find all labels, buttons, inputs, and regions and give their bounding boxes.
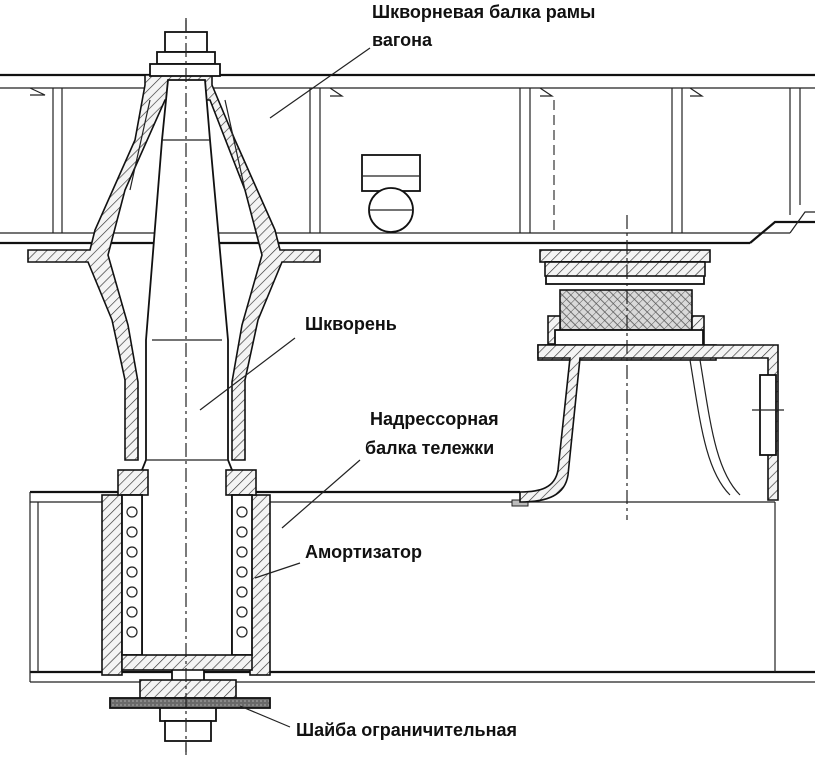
side-bearing [537, 249, 717, 361]
label-bogie-bolster-line1: Надрессорная [370, 409, 499, 429]
upper-center-plate [27, 74, 321, 461]
limiting-washer-plate [109, 697, 271, 709]
frame-bolster-beam [0, 73, 815, 245]
label-kingpin: Шкворень [305, 314, 397, 334]
leader-lines [199, 47, 371, 728]
kingpin-bolt [141, 20, 233, 752]
lower-bowl-and-shock-absorber [101, 469, 271, 709]
label-limiting-washer: Шайба ограничительная [296, 720, 517, 740]
bogie-side-casting [519, 344, 784, 503]
absorber-rings-left [126, 506, 138, 638]
label-frame-bolster-line1: Шкворневая балка рамы [372, 2, 595, 22]
label-frame-bolster-line2: вагона [372, 30, 433, 50]
label-bogie-bolster-line2: балка тележки [365, 438, 494, 458]
beam-bracket [361, 154, 421, 233]
absorber-rings-right [236, 506, 248, 638]
label-shock-absorber: Амортизатор [305, 542, 422, 562]
